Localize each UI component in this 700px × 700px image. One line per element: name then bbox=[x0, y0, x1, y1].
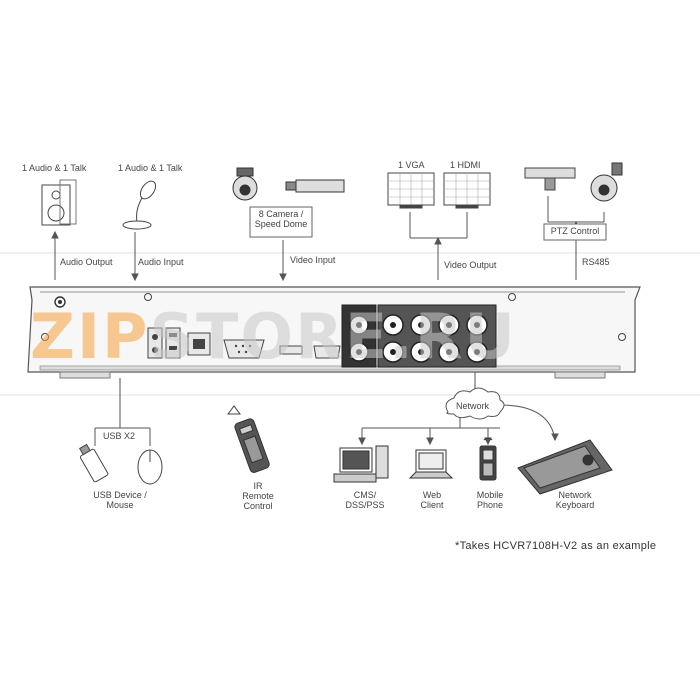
network-keyboard-icon bbox=[517, 439, 613, 495]
network-label: Network bbox=[456, 401, 490, 411]
audio-output-label: Audio Output bbox=[60, 257, 113, 267]
pc-icon bbox=[333, 445, 389, 483]
ptz-camera-icon bbox=[524, 167, 576, 191]
hdmi-monitor-icon bbox=[443, 172, 491, 209]
usb-device-label: USB Device / Mouse bbox=[93, 490, 147, 510]
usb-stick-icon bbox=[78, 443, 109, 483]
ground-screw-icon bbox=[54, 296, 66, 308]
mobile-phone-label: Mobile Phone bbox=[476, 490, 504, 510]
ptz-label-box bbox=[543, 223, 607, 241]
audio-input-label: Audio Input bbox=[138, 257, 184, 267]
ir-remote-label: IR Remote Control bbox=[242, 481, 274, 511]
hdmi-label: 1 HDMI bbox=[450, 160, 481, 170]
ptz-control-label: PTZ Control bbox=[550, 226, 600, 236]
vga-port-icon bbox=[223, 339, 265, 359]
speaker-icon bbox=[41, 179, 77, 226]
rs485-label: RS485 bbox=[582, 257, 610, 267]
vga-monitor-icon bbox=[387, 172, 435, 209]
video-input-label: Video Input bbox=[290, 255, 336, 265]
box-camera-icon bbox=[285, 179, 345, 193]
ptz-dome-icon bbox=[590, 162, 623, 202]
usb-x2-label: USB X2 bbox=[103, 431, 136, 441]
network-cloud-icon bbox=[445, 387, 505, 420]
vga-label: 1 VGA bbox=[398, 160, 425, 170]
network-keyboard-label: Network Keyboard bbox=[555, 490, 595, 510]
audio-talk-label-2: 1 Audio & 1 Talk bbox=[118, 163, 183, 173]
microphone-icon bbox=[122, 180, 157, 230]
mouse-icon bbox=[137, 449, 163, 485]
laptop-icon bbox=[408, 449, 454, 479]
speed-dome-camera-icon bbox=[232, 167, 258, 201]
zipstore-watermark: ZIPSTORE.RU bbox=[30, 300, 517, 373]
camera-label: 8 Camera / Speed Dome bbox=[254, 209, 308, 229]
audio-talk-label-1: 1 Audio & 1 Talk bbox=[22, 163, 87, 173]
audio-ports-icon bbox=[147, 327, 163, 359]
dvr-rear-panel bbox=[27, 286, 641, 379]
rs485-port-icon bbox=[279, 345, 303, 355]
cms-label: CMS/ DSS/PSS bbox=[345, 490, 385, 510]
video-output-label: Video Output bbox=[444, 260, 497, 270]
ir-remote-icon bbox=[234, 418, 270, 473]
camera-label-box bbox=[249, 206, 313, 238]
mobile-phone-icon bbox=[479, 437, 497, 481]
web-client-label: Web Client bbox=[420, 490, 444, 510]
hdmi-port-icon bbox=[313, 345, 341, 359]
footnote: *Takes HCVR7108H-V2 as an example bbox=[455, 540, 657, 552]
